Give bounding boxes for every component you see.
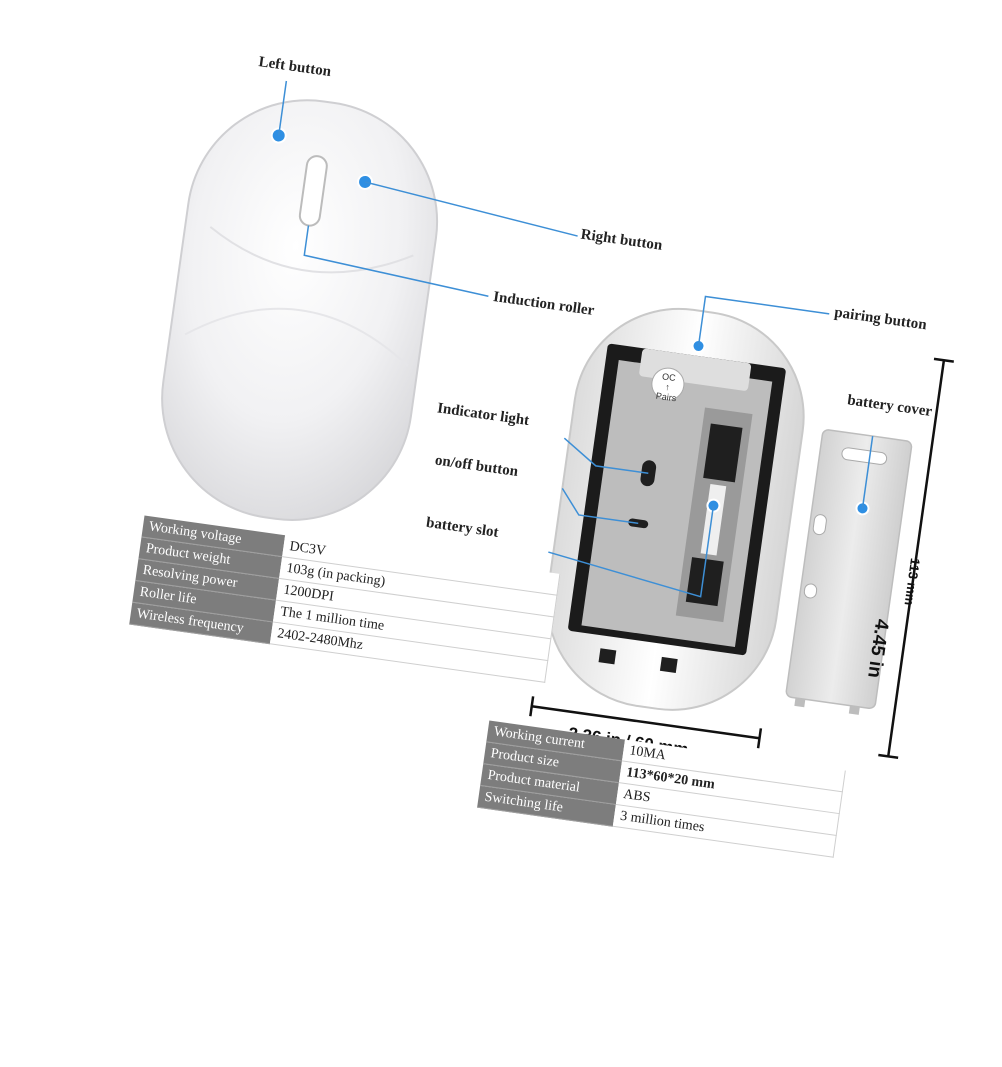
left-button-marker xyxy=(270,127,287,144)
leader-lines xyxy=(277,80,874,598)
dimension-lines xyxy=(529,357,954,760)
mouse-bottom-view xyxy=(546,307,805,711)
mouse-top-view xyxy=(161,99,439,521)
pairing-sticker: OC ↑ Pairs xyxy=(654,371,680,404)
battery-cover xyxy=(785,429,913,715)
